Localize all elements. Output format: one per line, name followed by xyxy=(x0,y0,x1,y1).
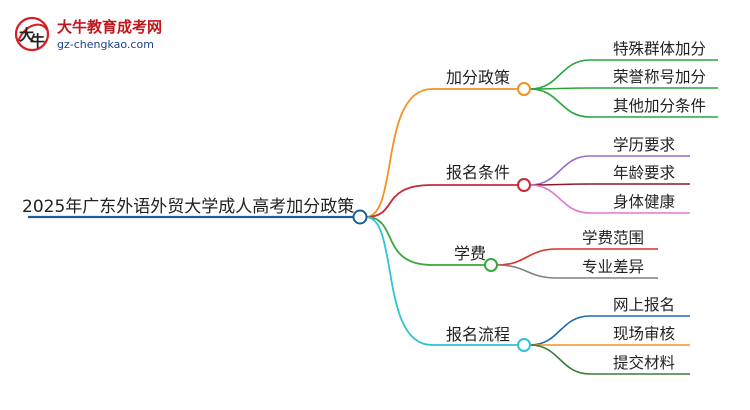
logo-ring-icon xyxy=(14,16,50,52)
leaf-1-2-label[interactable]: 荣誉称号加分 xyxy=(613,68,706,86)
edge-branch-1-leaf-1 xyxy=(529,59,718,90)
logo-swoosh-icon xyxy=(17,23,48,43)
logo-char-1: 大 xyxy=(19,26,34,44)
hubs-group xyxy=(352,82,531,352)
branch-1-label[interactable]: 加分政策 xyxy=(446,68,510,87)
logo-url: gz-chengkao.com xyxy=(57,38,154,51)
edge-branch-4-leaf-1 xyxy=(529,315,690,346)
leaf-1-1-label[interactable]: 特殊群体加分 xyxy=(613,40,706,58)
edge-branch-3-leaf-1 xyxy=(496,248,658,266)
leaf-3-1-label[interactable]: 学费范围 xyxy=(582,229,644,247)
edge-branch-2-leaf-3 xyxy=(529,184,690,214)
leaf-2-2-label[interactable]: 年龄要求 xyxy=(613,164,675,182)
branch-4-hub[interactable] xyxy=(517,338,531,352)
branch-2-label[interactable]: 报名条件 xyxy=(446,163,510,182)
edge-root-to-branch-1 xyxy=(365,88,433,218)
leaf-4-3-label[interactable]: 提交材料 xyxy=(613,354,675,372)
leaf-1-3-label[interactable]: 其他加分条件 xyxy=(613,97,706,115)
edge-branch-3-leaf-2 xyxy=(496,264,658,279)
edges-group xyxy=(28,59,718,375)
logo-char-2: 牛 xyxy=(30,32,45,50)
branch-1-hub[interactable] xyxy=(517,82,531,96)
branch-3-hub[interactable] xyxy=(484,258,498,272)
branch-4-label[interactable]: 报名流程 xyxy=(446,325,510,344)
root-hub[interactable] xyxy=(352,209,368,225)
leaf-4-2-label[interactable]: 现场审核 xyxy=(613,325,675,343)
edge-root-to-branch-3 xyxy=(365,216,433,266)
edge-branch-2-leaf-2 xyxy=(529,183,690,186)
edge-branch-2-leaf-1 xyxy=(529,155,690,186)
branch-2-hub[interactable] xyxy=(517,178,531,192)
edge-root-to-branch-2 xyxy=(365,184,433,218)
edge-branch-1-leaf-2 xyxy=(529,87,718,90)
site-logo[interactable]: 大 牛 大牛教育成考网 gz-chengkao.com xyxy=(14,16,162,52)
branch-3-label[interactable]: 学费 xyxy=(454,244,486,263)
edge-branch-1-leaf-3 xyxy=(529,88,718,118)
leaf-2-1-label[interactable]: 学历要求 xyxy=(613,136,675,154)
leaf-3-2-label[interactable]: 专业差异 xyxy=(582,258,644,276)
root-node-label[interactable]: 2025年广东外语外贸大学成人高考加分政策 xyxy=(22,197,354,217)
leaf-4-1-label[interactable]: 网上报名 xyxy=(613,296,675,314)
logo-title: 大牛教育成考网 xyxy=(57,18,162,36)
leaf-2-3-label[interactable]: 身体健康 xyxy=(613,193,675,211)
edge-branch-4-leaf-3 xyxy=(529,344,690,375)
edge-root-to-branch-4 xyxy=(365,216,433,346)
